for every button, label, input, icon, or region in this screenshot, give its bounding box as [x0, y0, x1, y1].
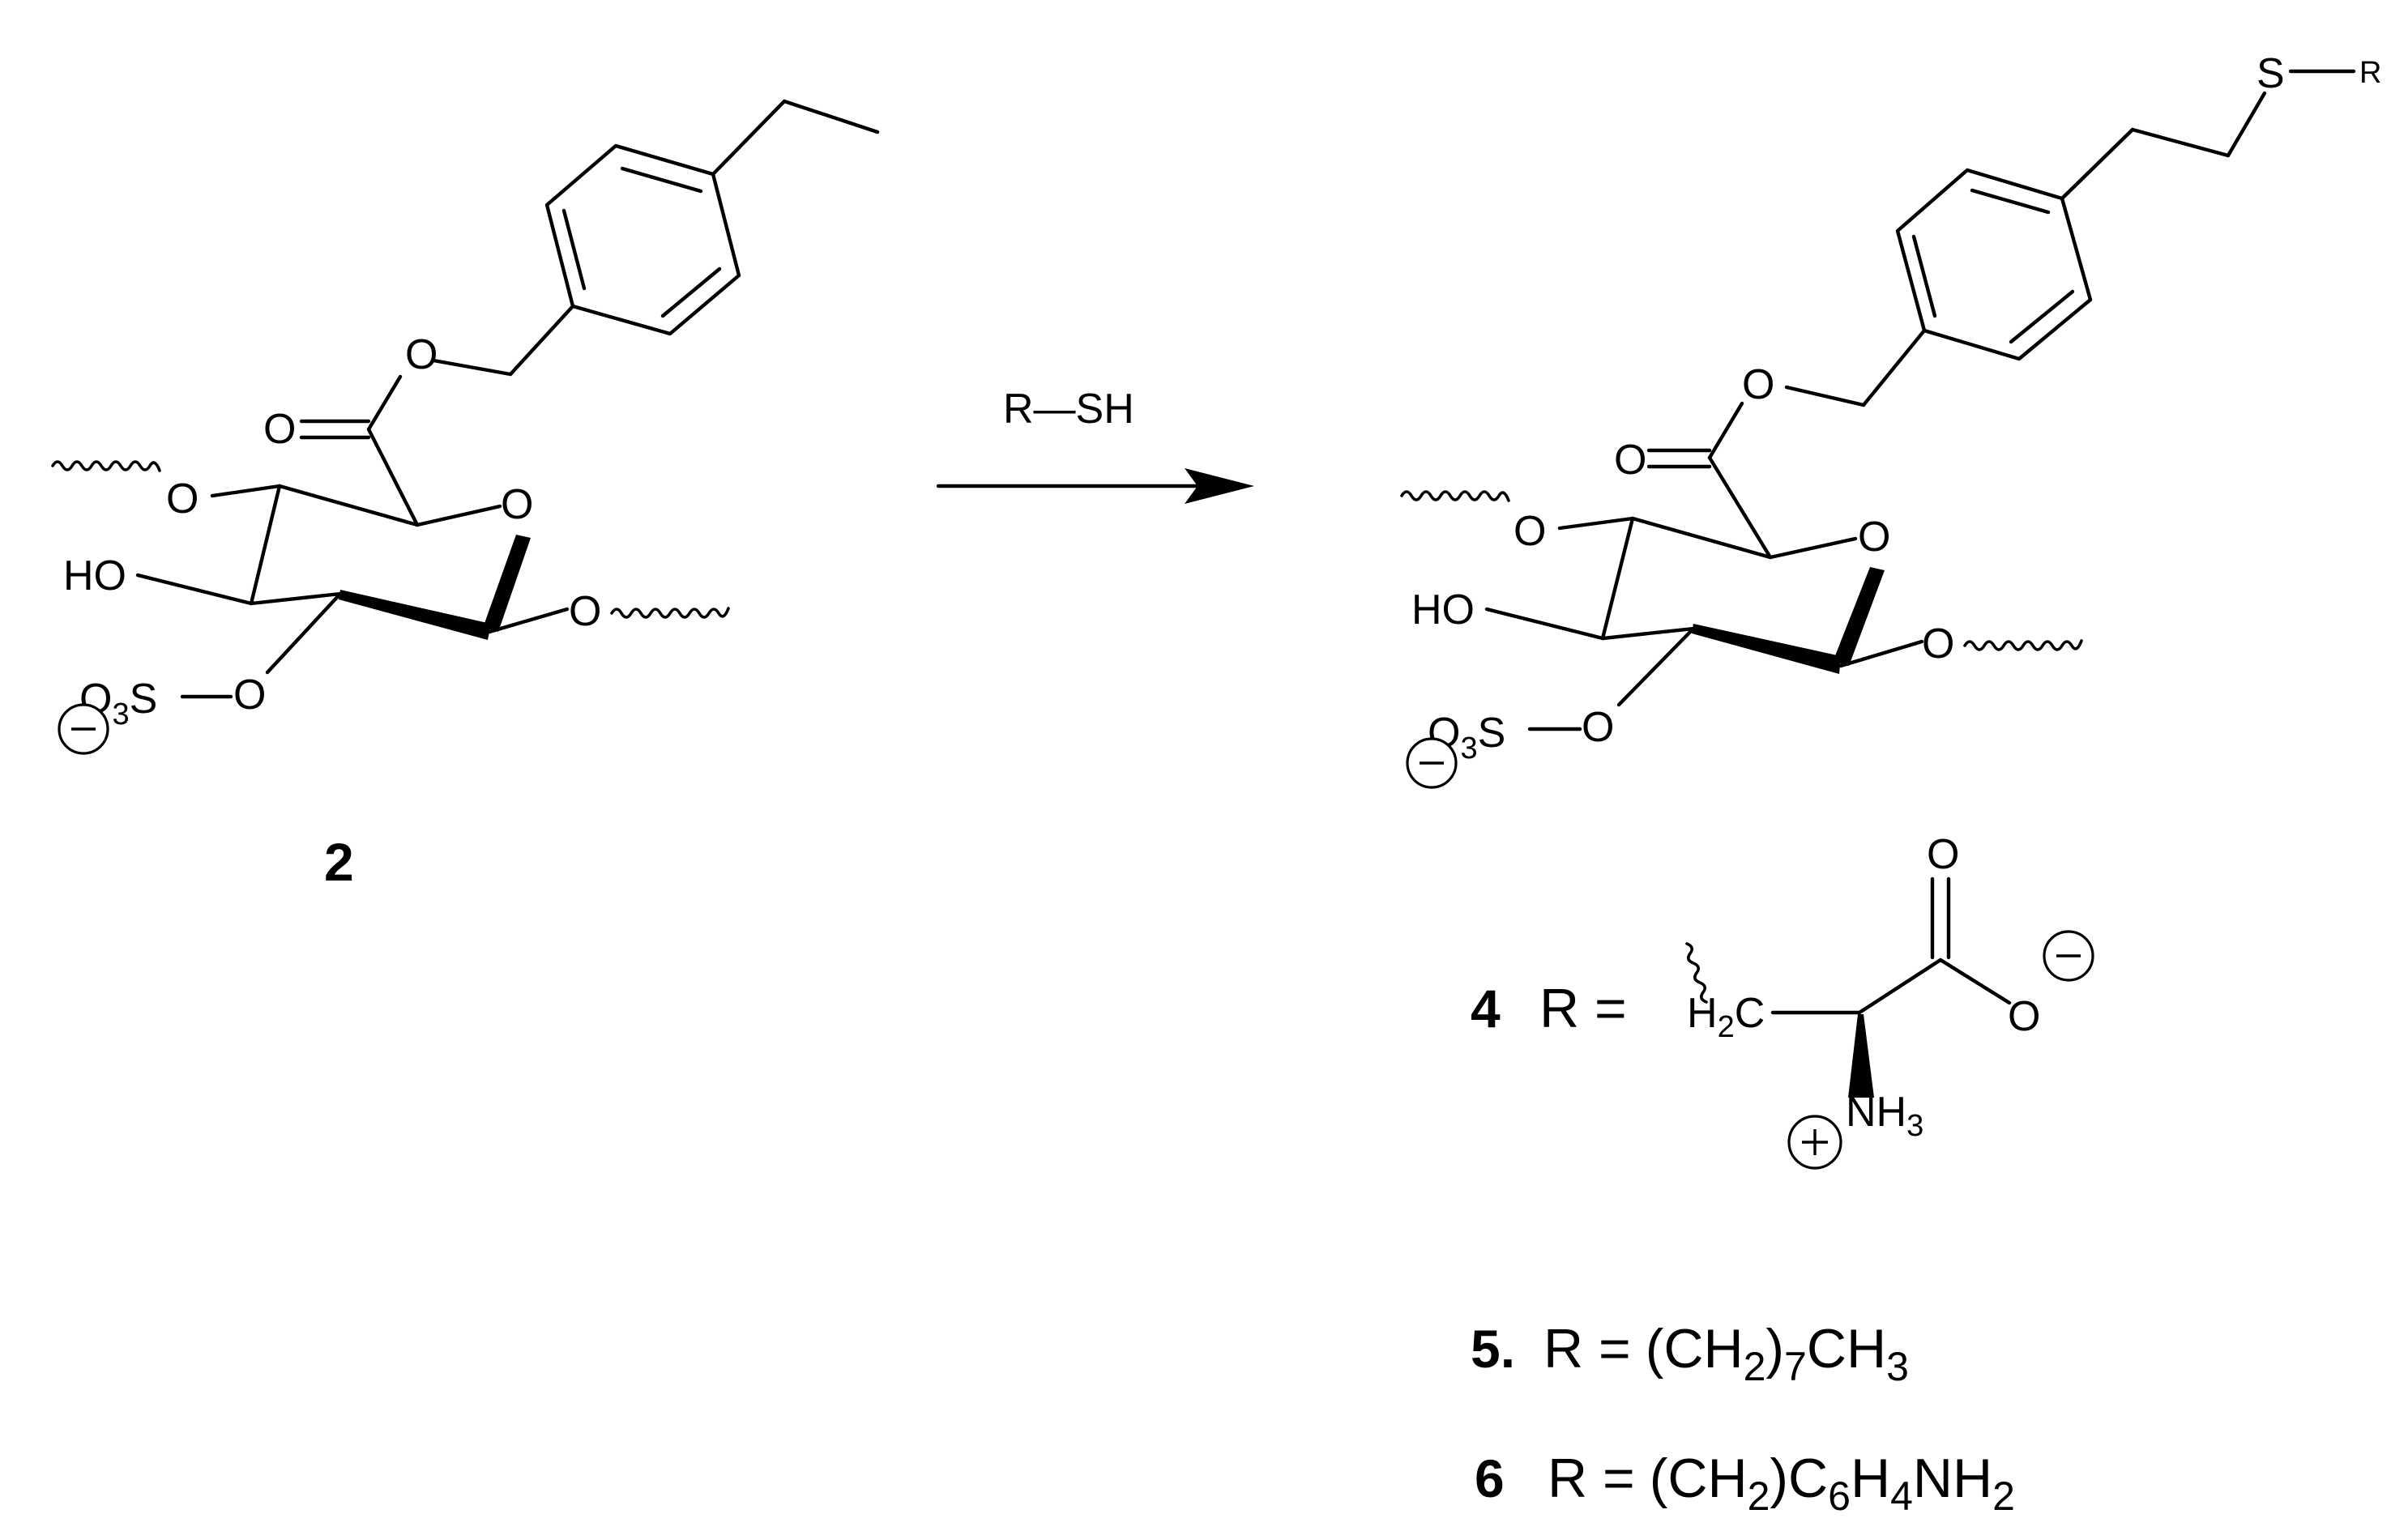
sm-hydroxyl: HO — [63, 552, 126, 599]
product-structure: S R O O O — [1400, 50, 2381, 789]
r-definition-4: 4 R = H2C O O NH3 — [1471, 831, 2094, 1170]
reaction-arrow-group: R—SH — [936, 386, 1254, 504]
prod-negative-charge — [1406, 737, 1458, 789]
compound-number-6: 6 — [1475, 1448, 1505, 1508]
sm-wavy-bond-left — [51, 460, 161, 472]
cysteine-carboxylate-oxygen: O — [2008, 993, 2040, 1040]
sm-vinyl-group — [711, 99, 880, 177]
prod-ring-oxygen: O — [1858, 514, 1890, 561]
sm-glycosidic-oxygen-left: O — [166, 476, 199, 522]
cysteine-positive-charge — [1787, 1115, 1842, 1170]
cysteine-wavy-bond — [1685, 942, 1708, 1004]
cysteine-negative-charge — [2043, 930, 2094, 982]
prod-hydroxyl: HO — [1411, 586, 1475, 633]
sm-sulfate-oxygen: O — [233, 672, 266, 719]
prod-wavy-bond-left — [1400, 490, 1510, 502]
r-definition-5: 5. R =(CH2)7CH3 — [1471, 1318, 1909, 1389]
prod-sulfate-group: O3S — [1428, 710, 1505, 766]
prod-carbonyl-oxygen: O — [1614, 437, 1646, 484]
sm-pyranose-ring: O — [249, 427, 533, 640]
sm-glycosidic-oxygen-right: O — [569, 588, 601, 635]
starting-material-2: O O O O O HO O O3S — [51, 99, 880, 892]
r-definition-5-formula: R =(CH2)7CH3 — [1543, 1318, 1909, 1389]
cysteine-carbonyl-oxygen: O — [1927, 831, 1959, 878]
r-definition-6-formula: R =(CH2)C6H4NH2 — [1548, 1448, 2015, 1519]
prod-pyranose-ring: O — [1600, 455, 1890, 674]
prod-sulfate-oxygen: O — [1582, 704, 1614, 751]
reaction-arrow-head — [1185, 468, 1254, 504]
sm-ester-oxygen: O — [405, 331, 438, 378]
sm-benzene-ring — [544, 143, 741, 336]
sm-negative-charge — [58, 703, 109, 755]
reagent-label: R—SH — [1003, 386, 1134, 433]
prod-glycosidic-oxygen-left: O — [1514, 508, 1546, 555]
sm-carbonyl-oxygen: O — [263, 406, 296, 453]
cysteine-ammonium: NH3 — [1846, 1089, 1923, 1143]
r-definition-4-prefix: R = — [1539, 978, 1627, 1039]
sm-sulfate-group: O3S — [79, 676, 157, 731]
r-definition-6: 6 R =(CH2)C6H4NH2 — [1475, 1448, 2015, 1519]
sm-wavy-bond-right — [610, 607, 730, 619]
prod-glycosidic-oxygen-right: O — [1922, 621, 1954, 667]
sm-ring-oxygen: O — [501, 481, 533, 528]
prod-r-group: R — [2359, 56, 2381, 90]
prod-ester-oxygen: O — [1742, 361, 1774, 408]
compound-number-4: 4 — [1471, 979, 1501, 1038]
compound-number-5: 5. — [1471, 1319, 1515, 1379]
prod-wavy-bond-right — [1963, 639, 2083, 651]
prod-thioether-sulfur: S — [2256, 50, 2285, 97]
prod-benzene-ring — [1895, 168, 2093, 361]
cysteine-ch2: H2C — [1687, 990, 1765, 1044]
compound-number-2: 2 — [324, 832, 354, 892]
